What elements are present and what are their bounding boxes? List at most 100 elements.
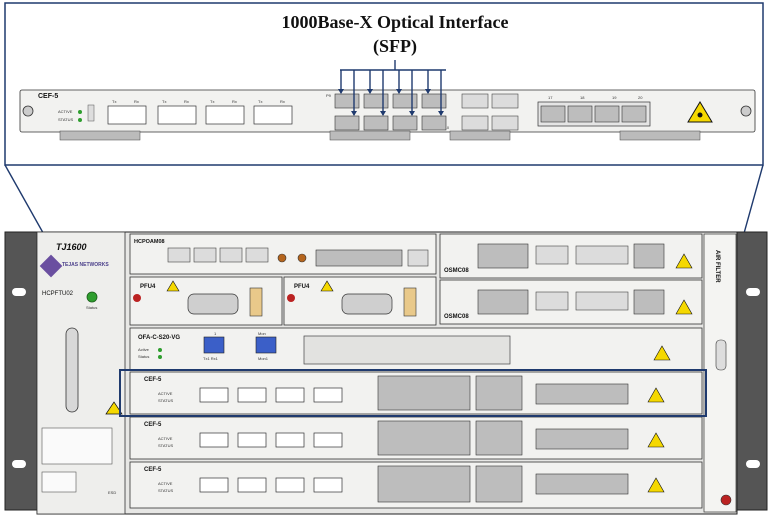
port-label: 18 xyxy=(580,95,585,100)
cef-card[interactable]: CEF-5 ACTIVE STATUS xyxy=(129,416,703,460)
sfp-port[interactable] xyxy=(421,93,447,109)
oam-card[interactable]: HCPOAM08 xyxy=(129,233,437,275)
pfu-left-label: PFU4 xyxy=(140,284,156,290)
osm-card-upper[interactable]: OSMC08 xyxy=(439,233,703,279)
sfp-port[interactable] xyxy=(199,432,229,448)
sfp-port[interactable] xyxy=(199,387,229,403)
sfp-optical-block[interactable] xyxy=(377,375,471,411)
power-connector[interactable] xyxy=(341,293,393,315)
optical-port[interactable] xyxy=(203,336,225,354)
sfp-port[interactable] xyxy=(275,477,305,493)
sfp-port[interactable] xyxy=(392,93,418,109)
cef-led1-label: ACTIVE xyxy=(158,481,173,486)
rj45-port[interactable] xyxy=(567,105,593,123)
sfp-port[interactable] xyxy=(461,93,489,109)
sfp-port[interactable] xyxy=(334,93,360,109)
port-label: Rx xyxy=(134,99,139,104)
sfp-port[interactable] xyxy=(421,115,447,131)
power-switch[interactable] xyxy=(249,287,263,317)
pfu-right[interactable]: PFU4 xyxy=(283,276,437,326)
cef-card[interactable]: CEF-5 ACTIVE STATUS xyxy=(129,371,703,415)
rj45-port[interactable] xyxy=(575,291,629,311)
sfp-block[interactable] xyxy=(477,243,529,269)
laser-warning-icon xyxy=(647,477,665,493)
sfp-port[interactable] xyxy=(313,387,343,403)
sfp-port[interactable] xyxy=(275,432,305,448)
cef-card-label: CEF-5 xyxy=(144,422,162,428)
sfp-block[interactable] xyxy=(633,243,665,269)
sfp-optical-block[interactable] xyxy=(475,465,523,503)
callout-led2-label: STATUS xyxy=(58,117,74,122)
sfp-port[interactable] xyxy=(334,115,360,131)
fan-tray[interactable]: TJ1600 TEJAS NETWORKS HCPFTU02 Status ES… xyxy=(36,231,126,515)
mount-hole-icon xyxy=(746,288,760,296)
pfu-right-label: PFU4 xyxy=(294,284,310,290)
rj45-port[interactable] xyxy=(193,247,217,263)
rj45-port[interactable] xyxy=(535,291,569,311)
sfp-port[interactable] xyxy=(275,387,305,403)
laser-warning-icon xyxy=(687,101,713,123)
coax-connector-icon xyxy=(277,253,287,263)
rj45-port[interactable] xyxy=(621,105,647,123)
sfp-port[interactable] xyxy=(491,93,519,109)
sfp-port[interactable] xyxy=(392,115,418,131)
sfp-optical-block[interactable] xyxy=(475,420,523,456)
sfp-port[interactable] xyxy=(491,115,519,131)
laser-warning-icon xyxy=(675,299,693,315)
sfp-port[interactable] xyxy=(237,477,267,493)
air-filter-handle[interactable] xyxy=(715,339,727,371)
rj45-block[interactable] xyxy=(535,473,629,495)
mount-hole-icon xyxy=(12,288,26,296)
alarm-port-block[interactable] xyxy=(315,249,403,267)
sfp-port[interactable] xyxy=(313,477,343,493)
sfp-port[interactable] xyxy=(363,93,389,109)
cef-led1-label: ACTIVE xyxy=(158,391,173,396)
rj45-block[interactable] xyxy=(535,383,629,405)
sfp-port[interactable] xyxy=(313,432,343,448)
sfp-port[interactable] xyxy=(237,432,267,448)
sfp-port[interactable] xyxy=(461,115,489,131)
osm-card-lower[interactable]: OSMC08 xyxy=(439,279,703,325)
rj45-block[interactable] xyxy=(535,428,629,450)
power-switch[interactable] xyxy=(403,287,417,317)
optical-port[interactable] xyxy=(255,336,277,354)
esd-label: ESD xyxy=(108,490,116,495)
callout-arrowheads xyxy=(338,89,444,116)
sfp-port[interactable] xyxy=(253,105,293,125)
sfp-port[interactable] xyxy=(107,105,147,125)
callout-card: CEF-5 ACTIVE STATUS Tx Rx Tx Rx Tx Rx Tx… xyxy=(19,60,756,141)
rj45-port[interactable] xyxy=(407,249,429,267)
chassis: TJ1600 TEJAS NETWORKS HCPFTU02 Status ES… xyxy=(4,231,768,515)
port-label: Rx xyxy=(232,99,237,104)
sfp-port[interactable] xyxy=(205,105,245,125)
power-connector[interactable] xyxy=(187,293,239,315)
fan-handle[interactable] xyxy=(65,327,79,413)
sfp-port[interactable] xyxy=(199,477,229,493)
rack-ear-left xyxy=(4,231,38,511)
rj45-port[interactable] xyxy=(535,245,569,265)
sfp-block[interactable] xyxy=(633,289,665,315)
oam-card-label: HCPOAM08 xyxy=(134,239,165,245)
callout-sfp-optical-block: P9 P10 xyxy=(326,93,519,131)
cef-card[interactable]: CEF-5 ACTIVE STATUS xyxy=(129,461,703,509)
laser-warning-icon xyxy=(647,432,665,448)
sfp-port[interactable] xyxy=(363,115,389,131)
rj45-port[interactable] xyxy=(167,247,191,263)
pfu-left[interactable]: PFU4 xyxy=(129,276,283,326)
rj45-port[interactable] xyxy=(245,247,269,263)
rj45-port[interactable] xyxy=(594,105,620,123)
sfp-optical-block[interactable] xyxy=(475,375,523,411)
ofa-card[interactable]: OFA-C-S20-VG Active Status 1 Tx1 Rx1 Mon… xyxy=(129,327,703,371)
sfp-block[interactable] xyxy=(477,289,529,315)
sfp-port[interactable] xyxy=(157,105,197,125)
callout-title-line2: (SFP) xyxy=(373,36,417,57)
rj45-port[interactable] xyxy=(219,247,243,263)
ofa-port2-num: Mon xyxy=(258,331,266,336)
port-label: Tx xyxy=(162,99,166,104)
rj45-port[interactable] xyxy=(575,245,629,265)
sfp-optical-block[interactable] xyxy=(377,465,471,503)
rj45-port[interactable] xyxy=(540,105,566,123)
sfp-port[interactable] xyxy=(237,387,267,403)
sfp-optical-block[interactable] xyxy=(377,420,471,456)
